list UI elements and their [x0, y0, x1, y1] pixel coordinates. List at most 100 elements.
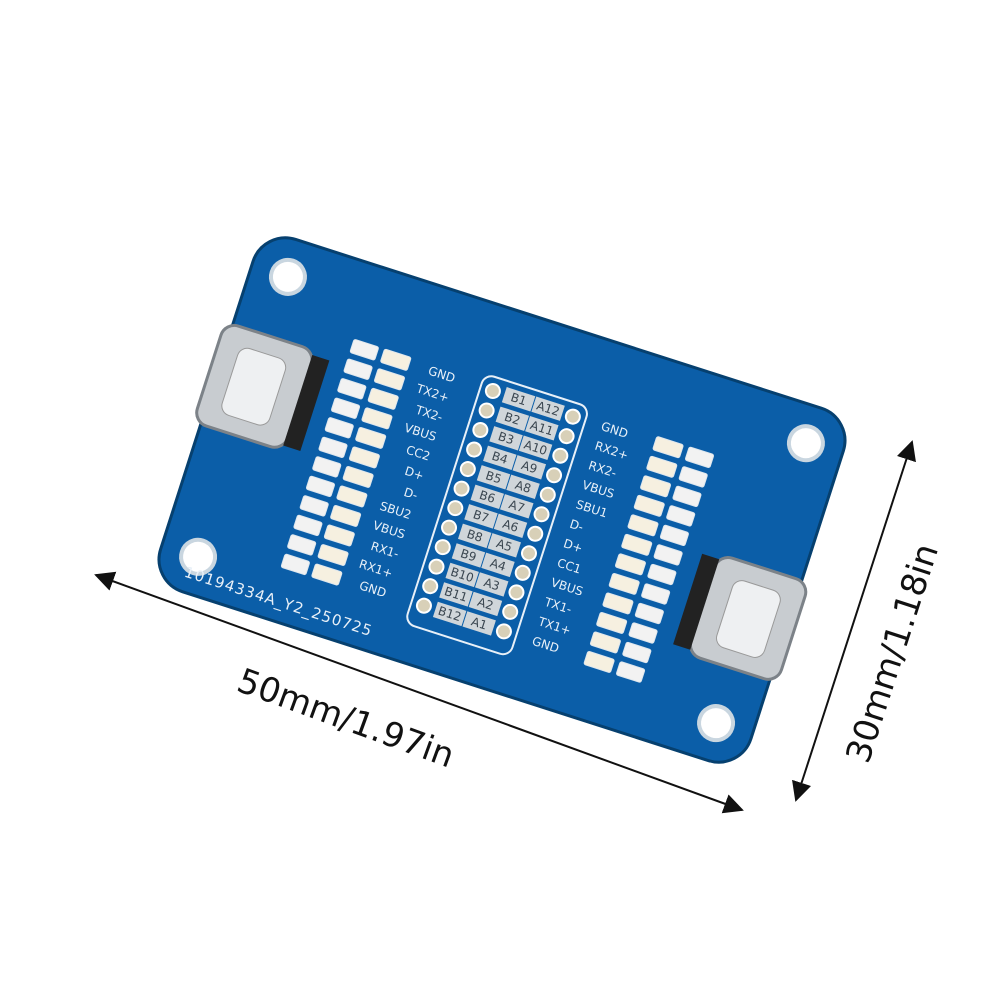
pin-b-box: [483, 445, 517, 471]
pin-a-label: A10: [522, 438, 549, 459]
solder-pad: [447, 500, 464, 517]
solder-pad: [520, 545, 537, 562]
solder-pad: [466, 441, 483, 458]
pin-a-label: A11: [529, 418, 556, 439]
pin-b-label: B6: [478, 488, 497, 506]
pin-b-label: B2: [503, 410, 522, 428]
led: [633, 494, 665, 517]
width-dimension-label: 50mm/1.97in: [232, 661, 460, 776]
pin-label-left: D-: [402, 485, 419, 502]
pin-a-label: A8: [513, 478, 532, 496]
pin-a-label: A4: [488, 556, 507, 574]
pin-b-box: [457, 523, 492, 549]
solder-pad: [453, 480, 470, 497]
led: [621, 533, 653, 556]
led: [355, 426, 387, 449]
width-dimension-arrow: [94, 571, 744, 814]
led: [367, 387, 399, 410]
resistor: [684, 446, 714, 468]
mounting-hole: [268, 257, 307, 296]
resistor: [672, 485, 702, 507]
pin-a-box: [512, 455, 547, 480]
pin-b-box: [470, 484, 504, 510]
resistor: [312, 456, 342, 478]
pin-a-box: [500, 494, 534, 519]
solder-pad: [472, 422, 489, 439]
resistor: [653, 544, 683, 566]
led: [336, 485, 368, 508]
led: [374, 368, 405, 391]
height-dimension-label: 30mm/1.18in: [839, 539, 947, 768]
led: [380, 348, 412, 371]
led: [361, 407, 393, 430]
led: [348, 446, 380, 469]
resistor: [337, 378, 367, 400]
solder-pad: [564, 408, 581, 425]
pin-b-label: B3: [496, 429, 515, 447]
pin-b-box: [451, 543, 486, 568]
pin-b-box: [464, 504, 498, 529]
resistor: [280, 553, 310, 576]
solder-pad: [552, 447, 569, 464]
resistor: [343, 358, 373, 380]
resistor: [305, 475, 335, 497]
pin-a-box: [493, 513, 528, 539]
pin-b-label: B8: [465, 527, 484, 545]
pin-a-box: [481, 552, 515, 578]
led: [652, 436, 684, 459]
solder-pad: [527, 525, 544, 542]
pin-a-label: A6: [501, 517, 520, 535]
pin-a-label: A5: [495, 536, 514, 554]
resistor: [299, 495, 329, 517]
resistor: [666, 505, 696, 527]
led: [640, 475, 671, 498]
resistor: [287, 534, 317, 556]
pin-a-label: A12: [535, 398, 562, 419]
resistor: [318, 436, 348, 458]
led: [627, 514, 659, 537]
pin-b-label: B4: [490, 449, 509, 467]
pin-b-label: B9: [459, 546, 478, 564]
pin-label-left: D+: [403, 464, 426, 483]
pin-b-label: B1: [509, 390, 528, 408]
pin-a-box: [531, 396, 565, 421]
usb-c-connector-left: [195, 323, 330, 452]
solder-pad: [434, 539, 451, 556]
solder-pad: [484, 382, 501, 399]
solder-pad: [459, 461, 476, 478]
solder-pad: [533, 506, 550, 523]
solder-pad: [558, 428, 575, 445]
led: [323, 524, 355, 547]
pin-b-label: B7: [471, 507, 490, 525]
pin-b-box: [476, 465, 511, 490]
led: [317, 544, 349, 566]
pin-a-box: [525, 416, 559, 441]
led: [330, 505, 362, 527]
solder-pad: [478, 402, 495, 419]
height-dimension-arrow: [792, 440, 916, 802]
led: [646, 455, 678, 478]
resistor: [324, 417, 354, 439]
pin-b-box: [501, 387, 536, 412]
led: [615, 553, 646, 576]
solder-pad: [539, 486, 556, 503]
pin-a-label: A9: [520, 458, 539, 476]
pin-label-right: D-: [568, 517, 585, 534]
solder-pad: [546, 467, 563, 484]
led: [342, 465, 374, 488]
resistor: [659, 524, 689, 547]
resistor: [331, 397, 361, 419]
pin-b-box: [495, 406, 530, 431]
pin-b-box: [489, 426, 523, 451]
pin-a-box: [518, 435, 553, 460]
pin-a-label: A7: [507, 497, 526, 515]
pin-a-box: [506, 474, 540, 500]
resistor: [293, 514, 323, 537]
pin-label-right: D+: [562, 536, 585, 555]
pin-b-label: B5: [484, 468, 503, 486]
solder-pad: [441, 519, 458, 536]
pin-a-box: [487, 533, 521, 558]
resistor: [678, 466, 708, 488]
resistor: [349, 339, 379, 361]
